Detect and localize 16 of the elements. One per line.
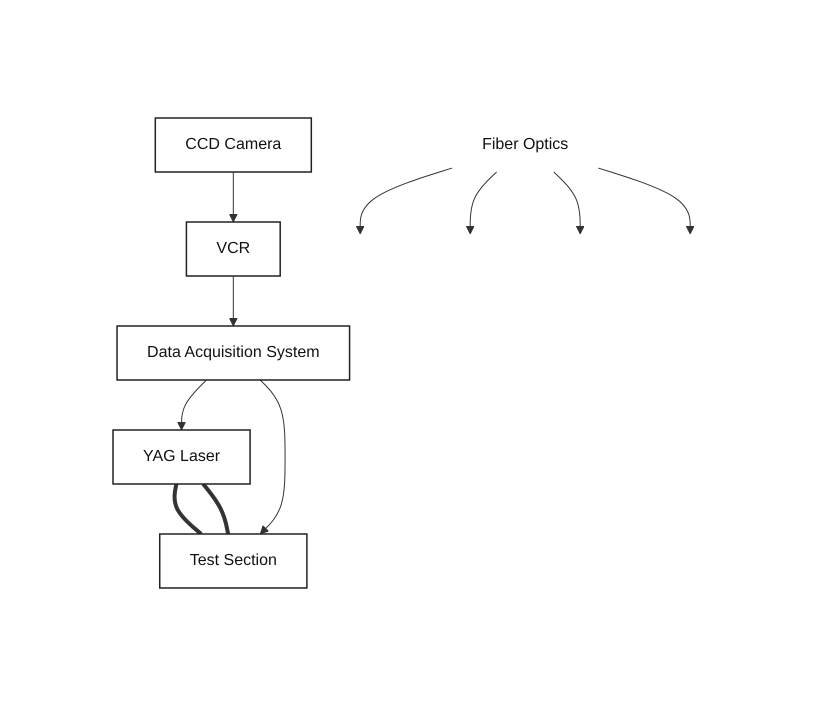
node-box: YAG Laser — [112, 429, 252, 485]
leader-line — [554, 172, 585, 234]
node-box: Test Section — [159, 533, 308, 589]
connector-line — [172, 484, 203, 536]
node-box: VCR — [186, 221, 282, 277]
node-box: CCD Camera — [154, 117, 312, 173]
leader-line — [598, 168, 695, 234]
arrow — [260, 380, 286, 534]
leader-line — [466, 172, 498, 234]
arrow — [229, 172, 238, 222]
arrow — [178, 380, 208, 430]
leader-line — [356, 168, 453, 234]
arrow — [229, 276, 238, 326]
node-box: Data Acquisition System — [116, 325, 351, 381]
connector-line — [202, 482, 230, 534]
node-text: Fiber Optics — [482, 136, 569, 153]
